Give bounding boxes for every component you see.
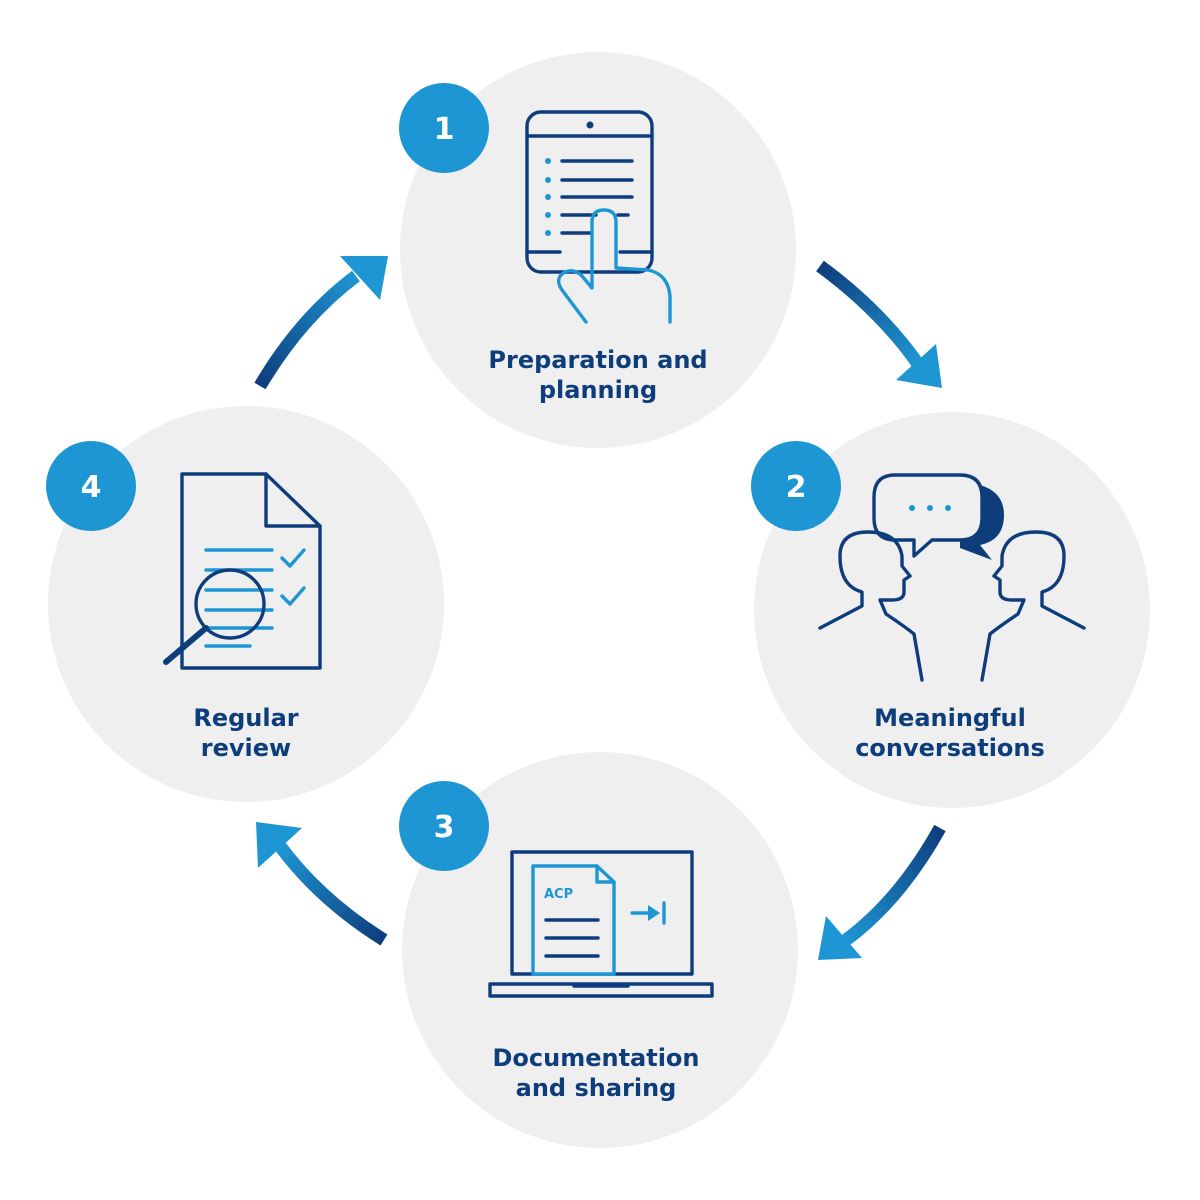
step-4-label-line2: review xyxy=(201,734,291,762)
step-1-circle xyxy=(400,52,796,448)
document-review-icon xyxy=(163,472,322,670)
step-2: 2 Meaningful conversations xyxy=(751,412,1150,808)
step-1-badge xyxy=(399,83,489,173)
step-4: 4 Regular review xyxy=(46,406,444,802)
step-1-label-line2: planning xyxy=(539,376,657,404)
step-1-number: 1 xyxy=(434,112,455,147)
acp-document-tag: ACP xyxy=(544,887,573,902)
arrow-step2-to-step3 xyxy=(818,824,946,960)
people-conversation-icon xyxy=(818,473,1086,682)
arrow-step3-to-step4 xyxy=(256,822,388,946)
step-2-label-line1: Meaningful xyxy=(874,704,1026,732)
step-3-label-line2: and sharing xyxy=(516,1074,677,1102)
step-3-number: 3 xyxy=(434,810,455,845)
step-3-badge xyxy=(399,781,489,871)
send-arrow-icon xyxy=(630,901,666,925)
step-2-number: 2 xyxy=(786,470,807,505)
step-4-label-line1: Regular xyxy=(193,704,298,732)
step-3: ACP 3 Documentation and sharing xyxy=(399,752,798,1148)
tablet-touch-icon xyxy=(525,110,672,324)
step-2-badge xyxy=(751,441,841,531)
step-4-circle xyxy=(48,406,444,802)
laptop-document-icon: ACP xyxy=(488,850,714,998)
step-2-circle xyxy=(754,412,1150,808)
step-3-label-line1: Documentation xyxy=(492,1044,699,1072)
step-1-label-line1: Preparation and xyxy=(488,346,707,374)
step-1: 1 Preparation and planning xyxy=(399,52,796,448)
arrow-step1-to-step2 xyxy=(816,260,942,388)
step-4-number: 4 xyxy=(81,470,102,505)
step-4-badge xyxy=(46,441,136,531)
step-2-label-line2: conversations xyxy=(855,734,1045,762)
arrow-step4-to-step1 xyxy=(254,256,388,390)
